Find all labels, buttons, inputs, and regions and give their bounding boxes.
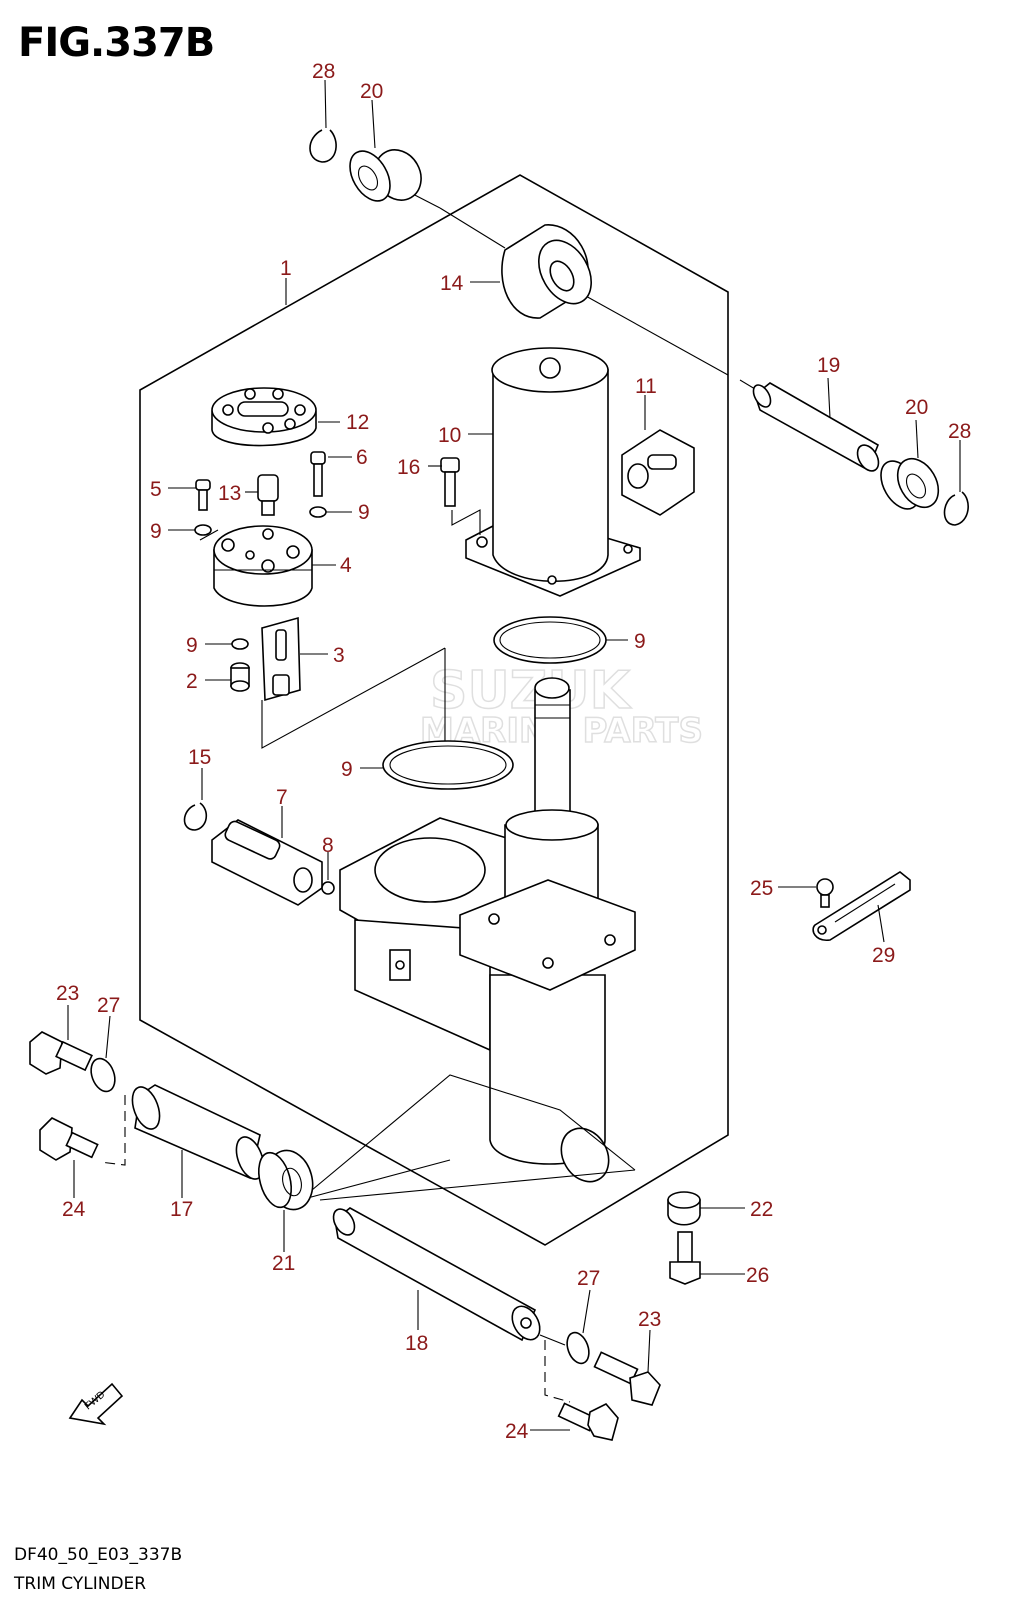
callout-7: 7 [276,786,288,809]
fwd-arrow-icon: FWD [68,1382,124,1426]
o-ring-9-large [493,616,607,664]
o-ring-9b [309,506,327,518]
callout-11: 11 [635,375,657,398]
circlip-15 [183,802,208,831]
callout-8: 8 [322,834,334,857]
callout-27-left: 27 [97,994,120,1017]
valve-13 [257,474,279,516]
watermark: SUZUK MARINE PARTS [419,660,703,752]
callout-5: 5 [150,478,162,501]
valve-7 [211,819,323,906]
cylinder-body [339,809,636,1183]
bolt-26 [669,1231,701,1285]
circlip-28-right [943,491,969,526]
bolt-23-left [29,1031,93,1075]
callout-18: 18 [405,1332,428,1355]
callout-15: 15 [188,746,211,769]
valve-body-4 [213,525,313,607]
callout-1: 1 [280,257,292,280]
washer-27-right [566,1331,590,1365]
callout-26: 26 [746,1264,769,1287]
nut-22 [667,1191,701,1226]
plug-2 [230,662,250,692]
callout-24-left: 24 [62,1198,86,1221]
callouts: 28 20 1 14 19 20 28 11 12 10 6 16 5 13 9… [56,60,971,1443]
callout-20-top: 20 [360,80,383,103]
bushing-20-right [880,457,940,510]
assembly-outline [139,174,729,1246]
o-ring-9c [231,638,249,650]
callout-24-right: 24 [505,1420,529,1443]
callout-10: 10 [438,424,461,447]
o-ring-9-left [382,740,514,790]
screw-25 [816,878,834,908]
callout-27-right: 27 [577,1267,600,1290]
o-ring-9a [194,524,212,536]
motor-10 [465,347,641,597]
callout-28-right: 28 [948,420,971,443]
callout-28-top: 28 [312,60,335,83]
callout-9e: 9 [341,758,353,781]
callout-13: 13 [218,482,241,505]
callout-9d: 9 [634,630,646,653]
callout-14: 14 [440,272,464,295]
callout-12: 12 [346,411,369,434]
screw-5 [195,479,211,511]
callout-29: 29 [872,944,895,967]
callout-19: 19 [817,354,840,377]
callout-2: 2 [186,670,198,693]
washer-27-left [90,1057,116,1093]
bolt-23-right [593,1351,661,1406]
valve-3 [261,616,301,702]
callout-9b: 9 [358,501,370,524]
callout-9a: 9 [150,520,162,543]
callout-4: 4 [340,554,352,577]
reservoir-cap-12 [211,387,317,447]
leader-lines [67,79,961,1431]
figure-name: TRIM CYLINDER [14,1574,147,1594]
bolt-24-left [39,1117,99,1161]
figure-code: DF40_50_E03_337B [14,1545,183,1565]
bolt-24-right [557,1402,619,1441]
callout-25: 25 [750,877,773,900]
watermark-line1: SUZUK [430,661,632,721]
screw-16 [440,457,460,507]
callout-21: 21 [272,1252,295,1275]
callout-17: 17 [170,1198,193,1221]
callout-23-left: 23 [56,982,79,1005]
callout-3: 3 [333,644,345,667]
bracket-29 [812,871,911,941]
bushing-21 [257,1149,314,1211]
callout-22: 22 [750,1198,773,1221]
callout-6: 6 [356,446,368,469]
bushing-20-top [349,149,422,202]
figure-title: FIG.337B [18,20,215,66]
pin-19 [752,382,880,472]
fitting-11 [621,429,695,516]
bushing-14 [501,224,592,319]
callout-23-right: 23 [638,1308,661,1331]
callout-9c: 9 [186,634,198,657]
ball-8 [321,881,335,895]
sleeve-17 [131,1084,265,1180]
callout-20-right: 20 [905,396,928,419]
pin-18 [332,1207,541,1342]
circlip-28-top [309,129,337,163]
screw-6 [310,451,326,497]
callout-16: 16 [397,456,420,479]
